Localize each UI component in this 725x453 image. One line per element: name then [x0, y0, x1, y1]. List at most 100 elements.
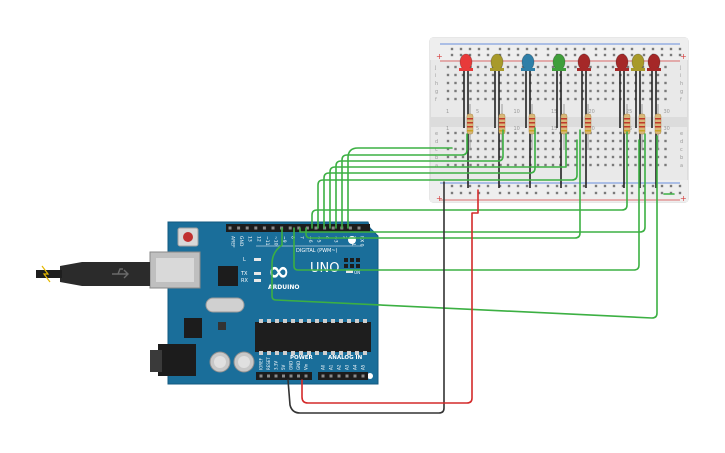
breadboard-hole[interactable] — [626, 65, 630, 69]
resistor[interactable] — [498, 104, 506, 150]
analog-pin[interactable] — [353, 374, 357, 378]
breadboard-hole[interactable] — [656, 163, 660, 167]
rail-hole[interactable] — [642, 53, 646, 57]
rail-hole[interactable] — [525, 47, 529, 51]
rail-hole[interactable] — [651, 191, 655, 195]
breadboard-hole[interactable] — [574, 155, 577, 159]
rail-hole[interactable] — [564, 47, 568, 51]
breadboard-hole[interactable] — [461, 155, 465, 159]
breadboard-hole[interactable] — [611, 97, 615, 101]
breadboard-hole[interactable] — [626, 81, 630, 85]
breadboard-hole[interactable] — [476, 155, 480, 159]
breadboard-hole[interactable] — [619, 147, 622, 151]
breadboard-hole[interactable] — [454, 89, 457, 93]
breadboard-hole[interactable] — [491, 97, 495, 101]
breadboard-hole[interactable] — [641, 139, 645, 143]
breadboard-hole[interactable] — [566, 155, 570, 159]
breadboard-hole[interactable] — [521, 155, 525, 159]
breadboard-hole[interactable] — [484, 163, 487, 167]
breadboard-hole[interactable] — [544, 139, 547, 143]
breadboard-hole[interactable] — [521, 73, 525, 77]
rail-hole[interactable] — [603, 53, 607, 57]
breadboard-hole[interactable] — [619, 155, 622, 159]
breadboard-hole[interactable] — [641, 147, 645, 151]
breadboard-hole[interactable] — [484, 139, 487, 143]
breadboard-hole[interactable] — [611, 89, 615, 93]
rail-hole[interactable] — [621, 191, 625, 195]
breadboard-hole[interactable] — [574, 73, 577, 77]
rail-hole[interactable] — [468, 47, 472, 51]
breadboard-hole[interactable] — [574, 147, 577, 151]
breadboard-hole[interactable] — [596, 131, 600, 135]
digital-pin[interactable] — [357, 226, 361, 230]
rail-hole[interactable] — [477, 191, 481, 195]
wire-green-pin8[interactable] — [305, 129, 581, 239]
breadboard-hole[interactable] — [664, 89, 667, 93]
rail-hole[interactable] — [498, 191, 502, 195]
rail-hole[interactable] — [546, 184, 550, 188]
breadboard-hole[interactable] — [536, 147, 540, 151]
resistor[interactable] — [528, 104, 536, 150]
breadboard-hole[interactable] — [536, 97, 540, 101]
breadboard-hole[interactable] — [611, 139, 615, 143]
breadboard-hole[interactable] — [551, 97, 555, 101]
breadboard-hole[interactable] — [484, 73, 487, 77]
rail-hole[interactable] — [507, 191, 511, 195]
resistor[interactable] — [584, 104, 592, 150]
breadboard-hole[interactable] — [536, 73, 540, 77]
breadboard-hole[interactable] — [469, 81, 472, 85]
resistor[interactable] — [623, 104, 631, 150]
breadboard-hole[interactable] — [574, 97, 577, 101]
rail-hole[interactable] — [573, 53, 577, 57]
breadboard-hole[interactable] — [604, 139, 607, 143]
bottom-pin-holes[interactable] — [259, 374, 365, 378]
breadboard-hole[interactable] — [611, 163, 615, 167]
rail-hole[interactable] — [612, 184, 616, 188]
breadboard-hole[interactable] — [551, 147, 555, 151]
digital-pin[interactable] — [314, 226, 318, 230]
rail-hole[interactable] — [612, 191, 616, 195]
resistor[interactable] — [466, 104, 474, 150]
breadboard-hole[interactable] — [544, 73, 547, 77]
rail-hole[interactable] — [603, 47, 607, 51]
breadboard-hole[interactable] — [454, 131, 457, 135]
breadboard-hole[interactable] — [506, 89, 510, 93]
breadboard-hole[interactable] — [619, 163, 622, 167]
rail-hole[interactable] — [459, 184, 463, 188]
digital-pin[interactable] — [288, 226, 292, 230]
rail-hole[interactable] — [582, 47, 586, 51]
rail-hole[interactable] — [642, 184, 646, 188]
breadboard-hole[interactable] — [649, 147, 652, 151]
breadboard-hole[interactable] — [506, 97, 510, 101]
breadboard-hole[interactable] — [566, 163, 570, 167]
rail-hole[interactable] — [660, 191, 664, 195]
breadboard-hole[interactable] — [454, 155, 457, 159]
rail-hole[interactable] — [603, 191, 607, 195]
breadboard-hole[interactable] — [581, 155, 585, 159]
breadboard-hole[interactable] — [544, 97, 547, 101]
breadboard-hole[interactable] — [544, 81, 547, 85]
breadboard-hole[interactable] — [551, 81, 555, 85]
rail-hole[interactable] — [477, 47, 481, 51]
digital-pin[interactable] — [237, 226, 241, 230]
analog-header[interactable] — [318, 372, 368, 380]
breadboard-hole[interactable] — [581, 89, 585, 93]
breadboard-hole[interactable] — [446, 139, 450, 143]
rail-hole[interactable] — [534, 53, 538, 57]
rail-hole[interactable] — [594, 53, 598, 57]
breadboard-hole[interactable] — [491, 131, 495, 135]
rail-hole[interactable] — [555, 184, 559, 188]
rail-hole[interactable] — [498, 53, 502, 57]
breadboard-hole[interactable] — [664, 81, 667, 85]
breadboard-hole[interactable] — [446, 97, 450, 101]
rail-hole[interactable] — [612, 53, 616, 57]
breadboard-hole[interactable] — [514, 155, 517, 159]
power-pin[interactable] — [259, 374, 263, 378]
breadboard-hole[interactable] — [604, 131, 607, 135]
breadboard-hole[interactable] — [656, 97, 660, 101]
digital-pin[interactable] — [305, 226, 309, 230]
breadboard-hole[interactable] — [566, 97, 570, 101]
breadboard-hole[interactable] — [476, 97, 480, 101]
breadboard-hole[interactable] — [664, 155, 667, 159]
breadboard-hole[interactable] — [521, 147, 525, 151]
